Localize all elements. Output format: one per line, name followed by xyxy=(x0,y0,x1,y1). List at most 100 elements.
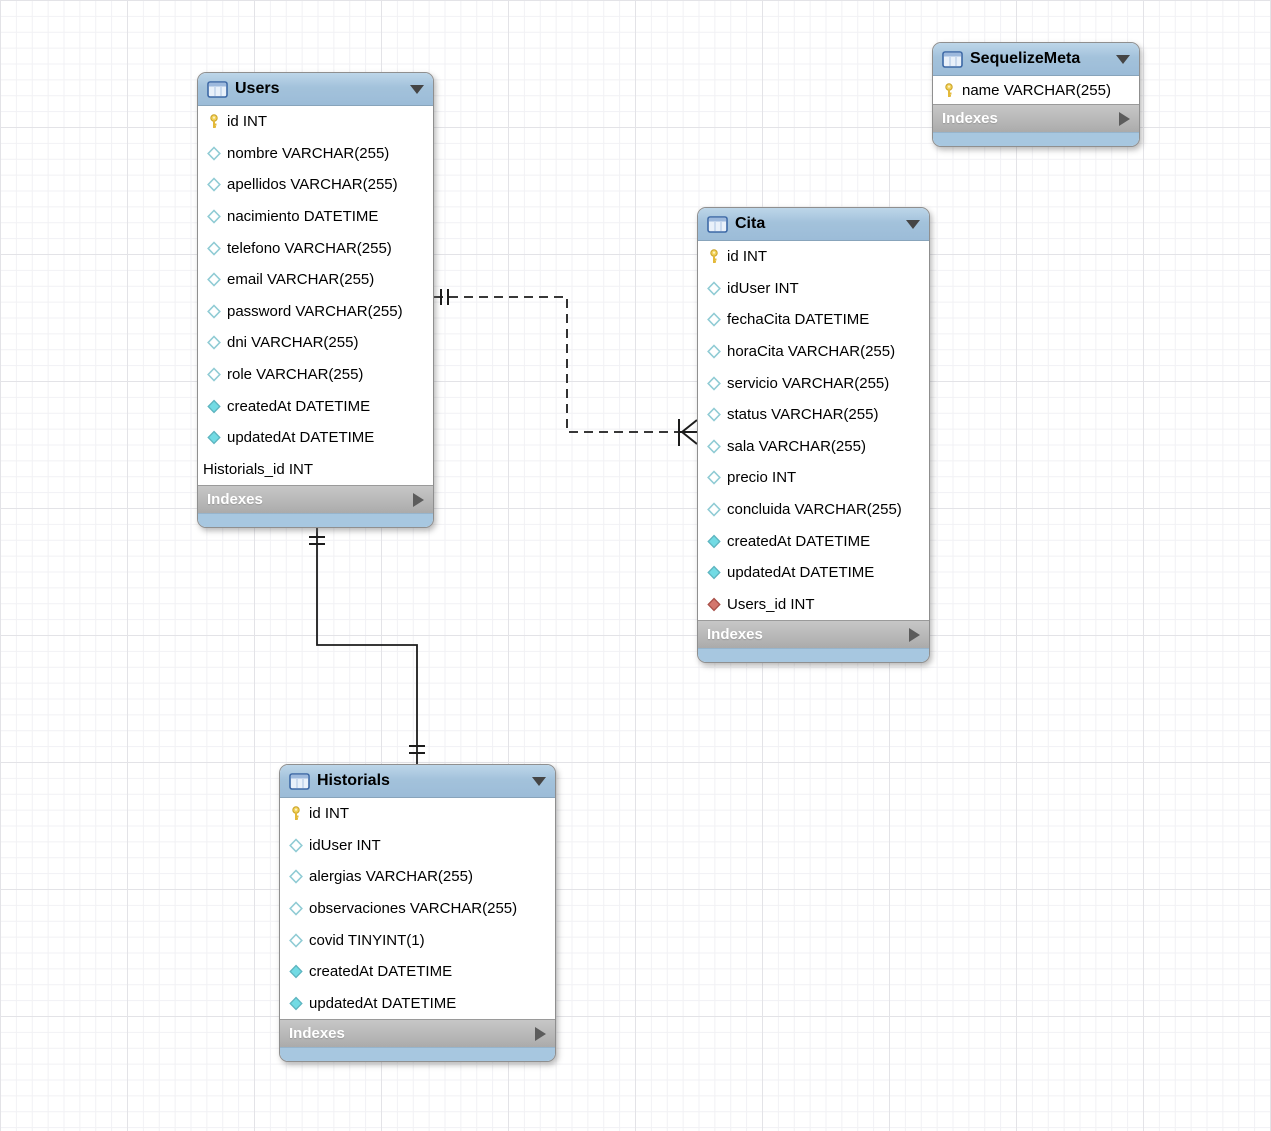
table-cita[interactable]: Cita id INT idUser INT fechaCita DATETIME ho… xyxy=(697,207,930,664)
column-label: id INT xyxy=(309,805,350,823)
column-row[interactable]: createdAt DATETIME xyxy=(280,956,555,988)
column-row[interactable]: updatedAt DATETIME xyxy=(698,557,929,589)
indexes-label: Indexes xyxy=(289,1025,345,1043)
column-row[interactable]: apellidos VARCHAR(255) xyxy=(198,169,433,201)
column-row[interactable]: name VARCHAR(255) xyxy=(933,76,1139,104)
collapse-arrow-icon[interactable] xyxy=(1116,54,1130,64)
column-label: apellidos VARCHAR(255) xyxy=(227,176,398,194)
diamond-icon xyxy=(206,177,222,193)
expand-arrow-icon[interactable] xyxy=(535,1026,546,1041)
collapse-arrow-icon[interactable] xyxy=(906,219,920,229)
column-row[interactable]: fechaCita DATETIME xyxy=(698,304,929,336)
column-label: id INT xyxy=(727,248,768,266)
column-row[interactable]: covid TINYINT(1) xyxy=(280,924,555,956)
column-row[interactable]: id INT xyxy=(698,241,929,273)
column-row[interactable]: precio INT xyxy=(698,462,929,494)
relationship-users-cita[interactable] xyxy=(434,289,698,446)
diamond-icon xyxy=(206,335,222,351)
diamond-icon xyxy=(288,838,304,853)
column-row[interactable]: dni VARCHAR(255) xyxy=(198,327,433,359)
indexes-bar[interactable]: Indexes xyxy=(198,485,433,514)
column-label: dni VARCHAR(255) xyxy=(227,334,359,352)
expand-arrow-icon[interactable] xyxy=(1119,111,1130,126)
column-row[interactable]: alergias VARCHAR(255) xyxy=(280,861,555,893)
collapse-arrow-icon[interactable] xyxy=(410,84,424,94)
column-label: observaciones VARCHAR(255) xyxy=(309,900,518,918)
column-label: Users_id INT xyxy=(727,595,815,613)
diamond-filled-icon xyxy=(288,996,304,1011)
diamond-icon xyxy=(706,470,722,486)
column-row[interactable]: horaCita VARCHAR(255) xyxy=(698,336,929,368)
column-row[interactable]: createdAt DATETIME xyxy=(698,525,929,557)
table-icon xyxy=(707,215,728,233)
indexes-bar[interactable]: Indexes xyxy=(933,104,1139,132)
cardinality-one-tick xyxy=(440,289,449,305)
relationship-users-historials[interactable] xyxy=(309,525,425,764)
column-row[interactable]: concluida VARCHAR(255) xyxy=(698,494,929,526)
column-row[interactable]: id INT xyxy=(198,106,433,138)
key-icon xyxy=(941,82,957,98)
column-row[interactable]: servicio VARCHAR(255) xyxy=(698,367,929,399)
table-footer xyxy=(198,513,433,528)
column-label: fechaCita DATETIME xyxy=(727,311,870,329)
diamond-icon xyxy=(206,241,222,256)
column-row[interactable]: status VARCHAR(255) xyxy=(698,399,929,431)
column-row[interactable]: updatedAt DATETIME xyxy=(280,988,555,1020)
column-row[interactable]: role VARCHAR(255) xyxy=(198,359,433,391)
columns-list: id INT idUser INT fechaCita DATETIME horaCi… xyxy=(698,241,929,621)
column-label: nombre VARCHAR(255) xyxy=(227,144,390,162)
indexes-bar[interactable]: Indexes xyxy=(698,620,929,649)
column-row[interactable]: password VARCHAR(255) xyxy=(198,296,433,328)
indexes-label: Indexes xyxy=(207,491,263,509)
column-row[interactable]: telefono VARCHAR(255) xyxy=(198,232,433,264)
indexes-bar[interactable]: Indexes xyxy=(280,1019,555,1048)
column-label: role VARCHAR(255) xyxy=(227,366,364,384)
table-title: SequelizeMeta xyxy=(970,50,1081,67)
column-row[interactable]: createdAt DATETIME xyxy=(198,390,433,422)
column-row[interactable]: email VARCHAR(255) xyxy=(198,264,433,296)
table-icon xyxy=(289,772,310,790)
indexes-label: Indexes xyxy=(707,626,763,644)
column-row[interactable]: idUser INT xyxy=(280,830,555,862)
table-sequelizemeta[interactable]: SequelizeMeta name VARCHAR(255) Indexes xyxy=(932,42,1140,147)
column-label: email VARCHAR(255) xyxy=(227,271,375,289)
diamond-icon xyxy=(706,281,722,296)
diamond-icon xyxy=(206,367,222,382)
table-users[interactable]: Users id INT nombre VARCHAR(255) apellidos … xyxy=(197,72,434,529)
diamond-icon xyxy=(288,869,304,885)
table-title: Users xyxy=(235,80,280,97)
table-header[interactable]: Historials xyxy=(280,765,555,798)
table-header[interactable]: SequelizeMeta xyxy=(933,43,1139,76)
column-row[interactable]: updatedAt DATETIME xyxy=(198,422,433,454)
diamond-filled-icon xyxy=(706,565,722,580)
table-header[interactable]: Cita xyxy=(698,208,929,241)
cardinality-one-tick xyxy=(309,536,325,545)
column-label: name VARCHAR(255) xyxy=(962,81,1111,99)
diamond-icon xyxy=(288,901,304,916)
column-row[interactable]: nacimiento DATETIME xyxy=(198,201,433,233)
column-row[interactable]: idUser INT xyxy=(698,273,929,305)
column-row[interactable]: nombre VARCHAR(255) xyxy=(198,138,433,170)
column-label: precio INT xyxy=(727,469,797,487)
diamond-icon xyxy=(206,146,222,161)
column-row[interactable]: id INT xyxy=(280,798,555,830)
column-label: covid TINYINT(1) xyxy=(309,931,425,949)
collapse-arrow-icon[interactable] xyxy=(532,776,546,786)
table-title: Cita xyxy=(735,215,766,232)
column-label: servicio VARCHAR(255) xyxy=(727,374,890,392)
column-label: createdAt DATETIME xyxy=(727,532,871,550)
expand-arrow-icon[interactable] xyxy=(413,492,424,507)
column-row[interactable]: Users_id INT xyxy=(698,589,929,621)
column-label: horaCita VARCHAR(255) xyxy=(727,343,896,361)
column-row[interactable]: observaciones VARCHAR(255) xyxy=(280,893,555,925)
columns-list: name VARCHAR(255) xyxy=(933,76,1139,104)
column-label: status VARCHAR(255) xyxy=(727,406,879,424)
table-header[interactable]: Users xyxy=(198,73,433,106)
column-row[interactable]: sala VARCHAR(255) xyxy=(698,431,929,463)
column-row[interactable]: Historials_id INT xyxy=(198,454,433,486)
expand-arrow-icon[interactable] xyxy=(909,627,920,642)
diamond-icon xyxy=(206,272,222,287)
column-label: updatedAt DATETIME xyxy=(309,994,457,1012)
